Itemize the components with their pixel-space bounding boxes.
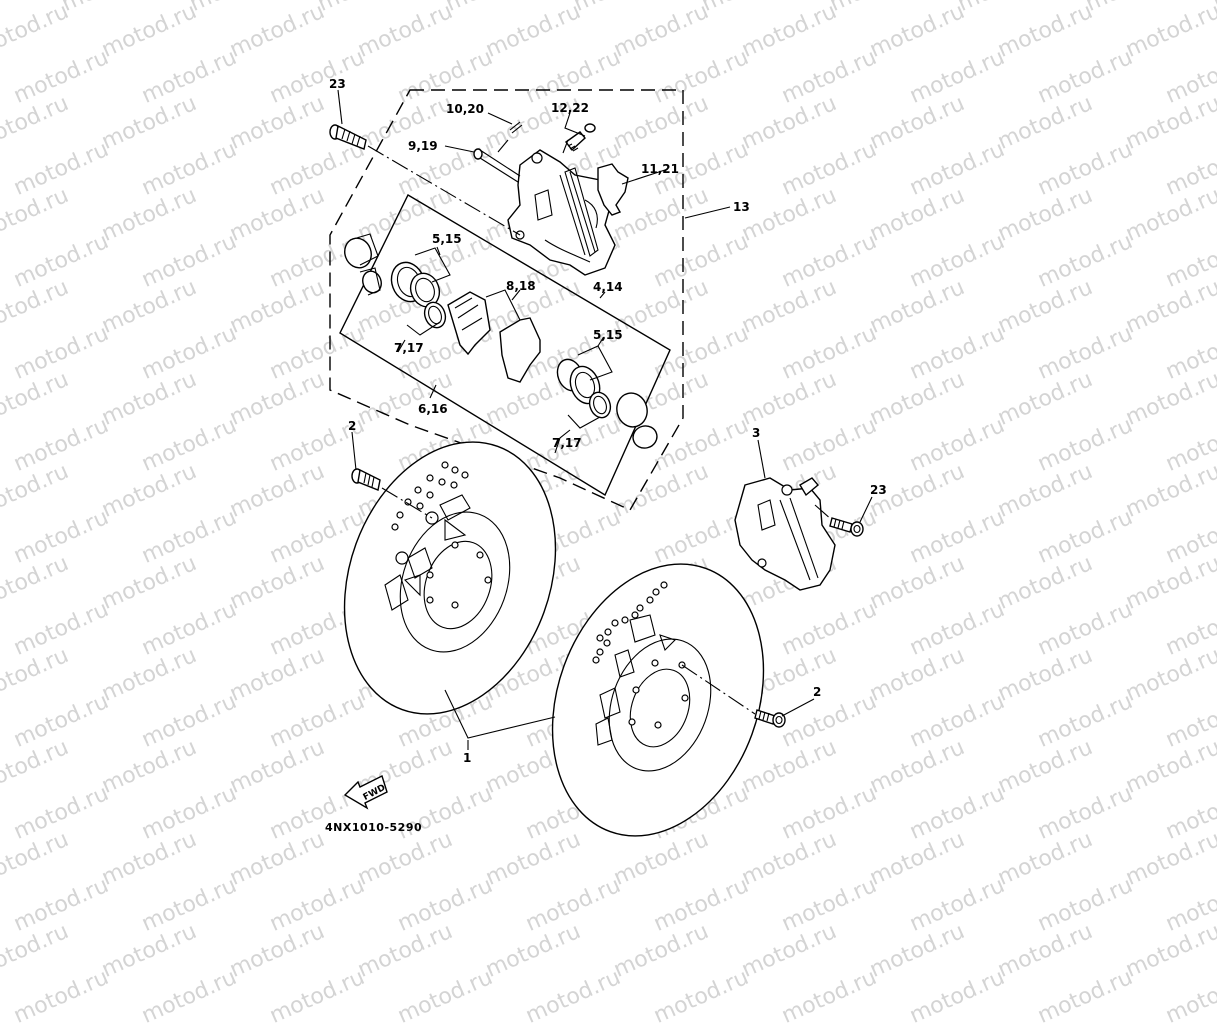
watermark-text: motod.ru — [650, 964, 753, 1029]
callout-23-top: 23 — [329, 77, 346, 91]
watermark-text: motod.ru — [482, 918, 585, 983]
watermark-text: motod.ru — [98, 918, 201, 983]
watermark-text: motod.ru — [138, 964, 241, 1029]
callout-9-19: 9,19 — [408, 139, 438, 153]
callout-7-17-right: 7,17 — [552, 436, 582, 450]
callout-7-17-left: 7,17 — [394, 341, 424, 355]
disc-bolt-left — [351, 468, 381, 491]
disc-bolt-right — [754, 709, 786, 728]
watermark-text: motod.ru — [866, 918, 969, 983]
callout-13: 13 — [733, 200, 750, 214]
bracket-8-18 — [485, 289, 521, 321]
bracket-5-15-left — [414, 247, 451, 283]
bracket-7-17-left — [406, 321, 441, 336]
callout-8-18: 8,18 — [506, 279, 536, 293]
seal-set-left — [390, 261, 447, 329]
watermark-text: motod.ru — [226, 918, 329, 983]
seal-kit-bracket — [339, 194, 671, 497]
watermark-text: motod.ru — [610, 918, 713, 983]
piston-left — [344, 233, 382, 296]
leader-lines — [337, 89, 873, 750]
callout-3: 3 — [752, 426, 760, 440]
forward-arrow-icon: FWD — [343, 775, 388, 810]
callout-2-left: 2 — [348, 419, 356, 433]
bleed-screw — [562, 123, 596, 154]
seal-set-right — [556, 358, 612, 419]
watermark-text: motod.ru — [994, 918, 1097, 983]
drawing-code: 4NX1010-5290 — [325, 821, 422, 834]
callout-12-22: 12,22 — [551, 101, 589, 115]
disc-holes-left — [391, 461, 492, 609]
watermark-text: motod.ru — [906, 964, 1009, 1029]
watermark-text: motod.ru — [10, 964, 113, 1029]
bolt-axis-line — [367, 145, 521, 236]
left-caliper-body — [507, 149, 616, 276]
callout-10-20: 10,20 — [446, 102, 484, 116]
callout-1: 1 — [463, 751, 471, 765]
callout-2-right: 2 — [813, 685, 821, 699]
bracket-5-15-right — [577, 345, 613, 381]
callout-5-15-right: 5,15 — [593, 328, 623, 342]
watermark-text: motod.ru — [1162, 964, 1217, 1029]
watermark-text: motod.ru — [266, 964, 369, 1029]
right-caliper-body — [734, 477, 836, 591]
watermark-text: motod.ru — [522, 964, 625, 1029]
watermark-text: motod.ru — [354, 918, 457, 983]
watermark-text: motod.ru — [778, 964, 881, 1029]
watermark-text: motod.ru — [1122, 918, 1217, 983]
watermark-text: motod.ru — [394, 964, 497, 1029]
caliper-bolt-right — [829, 517, 864, 537]
disc-holes-right — [592, 581, 689, 729]
brake-disc-left — [343, 441, 557, 715]
callout-11-21: 11,21 — [641, 162, 679, 176]
clip — [509, 121, 523, 134]
brake-pad-left — [447, 291, 491, 356]
brake-disc-right — [551, 563, 765, 837]
watermark-text: motod.ru — [738, 918, 841, 983]
pad-pin — [473, 148, 521, 183]
pad-spring — [597, 163, 629, 216]
callout-6-16: 6,16 — [418, 402, 448, 416]
watermark-text: motod.ru — [0, 918, 73, 983]
bracket-7-17-right — [567, 414, 601, 429]
brake-pad-right — [499, 317, 541, 383]
piston-right — [616, 392, 658, 449]
callout-5-15-left: 5,15 — [432, 232, 462, 246]
caliper-bolt-top — [329, 124, 367, 150]
callout-4-14: 4,14 — [593, 280, 623, 294]
watermark-text: motod.ru — [1034, 964, 1137, 1029]
diagram-canvas: FWD 23 10,20 12,22 9,19 11,21 13 5,15 8,… — [325, 77, 887, 837]
callout-23-right: 23 — [870, 483, 887, 497]
caliper-assembly-boundary — [329, 89, 684, 511]
